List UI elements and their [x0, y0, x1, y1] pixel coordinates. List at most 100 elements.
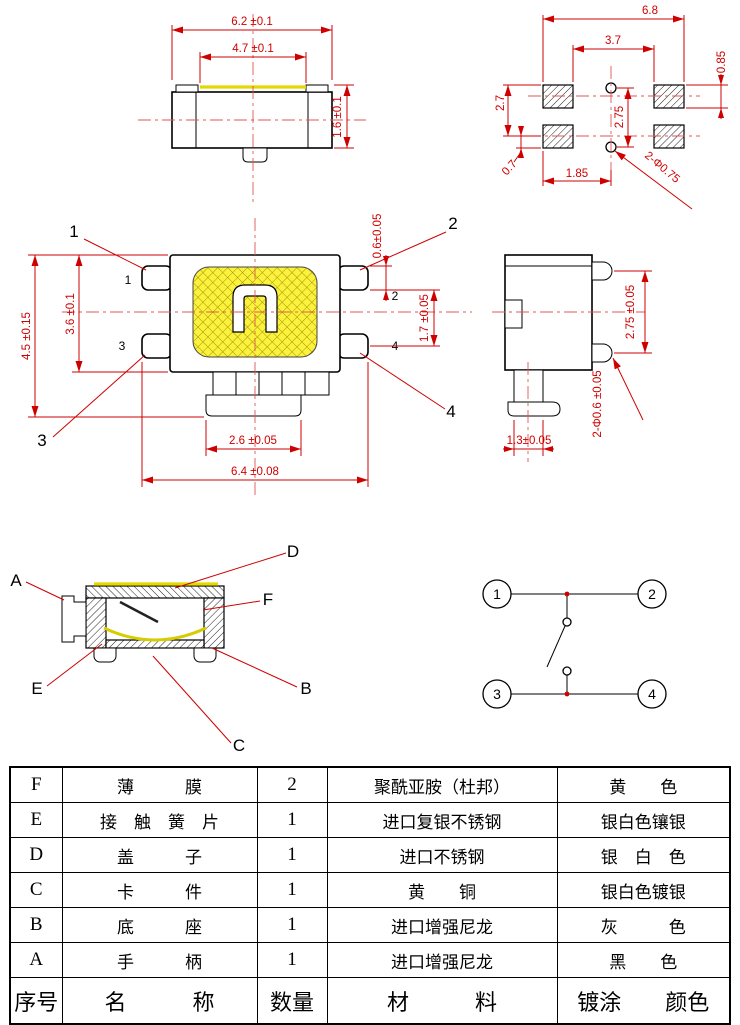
dim-land-hole-x: 1.85	[542, 151, 612, 186]
callout-4: 4	[359, 352, 456, 421]
dim-land-edge-offset: 0.7	[500, 126, 541, 178]
pad-bottom-right	[653, 124, 685, 149]
dim-top-body-height: 3.6 ±0.1	[65, 255, 168, 373]
header-id: 序号	[9, 977, 63, 1025]
part-id: A	[9, 942, 63, 978]
dim-top-pin-span: 1.7 ±0.05	[370, 289, 440, 347]
table-row: F 薄 膜 2 聚酰亚胺（杜邦） 黄 色	[9, 766, 731, 803]
header-qty: 数量	[256, 977, 328, 1025]
terminal-label-2: 2	[648, 586, 656, 602]
dim-front-width-top: 4.7 ±0.1	[199, 43, 307, 83]
part-id: D	[9, 837, 63, 873]
part-name: 卡 件	[61, 872, 258, 908]
side-view	[492, 254, 645, 462]
terminal-label-4: 4	[648, 686, 656, 702]
part-qty: 1	[256, 942, 328, 978]
callout-3: 3	[37, 354, 146, 450]
pin-number-2: 2	[392, 289, 399, 303]
label-text: B	[300, 679, 311, 698]
section-spring	[103, 626, 207, 642]
table-row: A 手 柄 1 进口增强尼龙 黑 色	[9, 942, 731, 978]
section-foot-right	[193, 647, 217, 663]
callout-text: 1	[69, 222, 78, 241]
section-label-D: D	[174, 542, 299, 589]
part-color: 银白色镀银	[556, 872, 731, 908]
dim-text: 4.7 ±0.1	[232, 43, 273, 55]
part-name: 薄 膜	[61, 766, 258, 803]
front-centerlines	[138, 14, 366, 206]
part-color: 灰 色	[556, 907, 731, 943]
side-pin-top	[591, 261, 613, 281]
side-stem	[513, 369, 544, 403]
label-text: D	[287, 542, 299, 561]
dim-side-pin-pitch: 2.75 ±0.05	[614, 270, 652, 354]
table-row: C 卡 件 1 黄 铜 银白色镀银	[9, 872, 731, 908]
table-header-row: 序号 名 称 数量 材 料 镀涂 颜色	[9, 977, 731, 1025]
part-qty: 2	[256, 766, 328, 803]
schematic: 1 2 3 4	[482, 579, 667, 709]
part-name: 底 座	[61, 907, 258, 943]
header-material: 材 料	[326, 977, 558, 1025]
front-stem	[242, 147, 268, 163]
dim-text: 4.5 ±0.15	[21, 312, 33, 360]
section-label-A: A	[10, 571, 65, 601]
dim-land-inner-width: 3.7	[572, 35, 655, 82]
part-id: B	[9, 907, 63, 943]
part-color: 黄 色	[556, 766, 731, 803]
dim-text: 2-Φ0.6 ±0.05	[592, 370, 604, 437]
part-name: 盖 子	[61, 837, 258, 873]
section-wall-left	[85, 597, 107, 649]
dim-text: 2.6 ±0.05	[229, 435, 277, 447]
part-material: 黄 铜	[326, 872, 558, 908]
dim-top-pin-thickness: 0.6±0.05	[370, 214, 392, 301]
dim-text: 2.75 ±0.05	[625, 285, 637, 339]
part-id: F	[9, 766, 63, 803]
part-color: 黑 色	[556, 942, 731, 978]
part-qty: 1	[256, 802, 328, 838]
side-pin-bottom	[591, 343, 613, 363]
front-tab-right	[305, 84, 329, 93]
top-foot	[205, 394, 302, 417]
terminal-2	[637, 579, 667, 609]
part-qty: 1	[256, 837, 328, 873]
pad-top-left	[542, 84, 574, 109]
pad-bottom-left	[542, 124, 574, 149]
part-material: 进口不锈钢	[326, 837, 558, 873]
part-material: 进口增强尼龙	[326, 942, 558, 978]
terminal-3	[482, 679, 512, 709]
pin-3	[141, 333, 173, 359]
dim-text: 6.4 ±0.08	[231, 466, 279, 478]
dim-side-pin-diameter: 2-Φ0.6 ±0.05	[592, 357, 644, 438]
section-wall-right	[203, 597, 225, 649]
side-centerlines	[492, 311, 645, 462]
part-name: 手 柄	[61, 942, 258, 978]
dim-front-height: 1.6 ±0.1	[332, 84, 354, 149]
part-id: E	[9, 802, 63, 838]
side-notch	[504, 299, 523, 329]
dim-land-hole-pitch: 2.75	[614, 87, 634, 148]
dim-text: 0.7	[500, 158, 520, 178]
part-qty: 1	[256, 872, 328, 908]
contact-node-top	[562, 617, 572, 627]
part-color: 银白色镶银	[556, 802, 731, 838]
dim-text: 6.8	[642, 5, 658, 17]
dim-top-stem-width: 2.6 ±0.05	[205, 420, 302, 456]
dim-text: 6.2 ±0.1	[231, 16, 272, 28]
terminal-label-1: 1	[493, 586, 501, 602]
callout-2: 2	[359, 214, 458, 271]
dim-land-holes: 2-Φ0.75	[614, 150, 693, 210]
section-foot-left	[93, 647, 117, 663]
side-foot	[507, 401, 561, 417]
pin-number-3: 3	[119, 339, 126, 353]
terminal-1	[482, 579, 512, 609]
section-label-F: F	[202, 590, 273, 611]
part-name: 接 触 簧 片	[61, 802, 258, 838]
header-name: 名 称	[61, 977, 258, 1025]
dim-text: 0.85	[716, 51, 728, 73]
section-handle	[61, 595, 87, 643]
label-text: C	[233, 736, 245, 755]
label-text: F	[263, 590, 273, 609]
dim-side-stem-width: 1.3±0.05	[503, 420, 554, 456]
pad-top-right	[653, 84, 685, 109]
section-label-B: B	[211, 647, 312, 698]
